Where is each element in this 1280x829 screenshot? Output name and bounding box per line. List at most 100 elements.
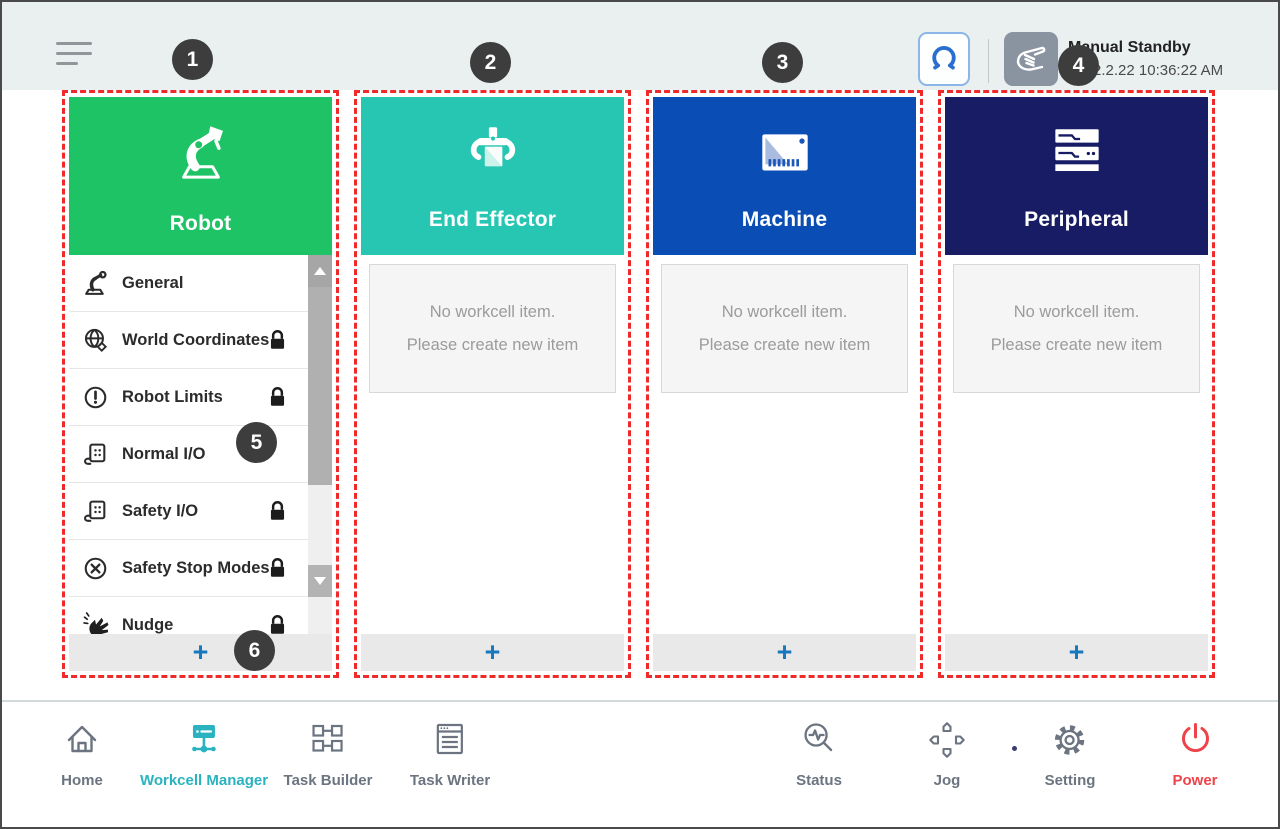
plus-icon: + (192, 637, 209, 667)
empty-state-line2: Please create new item (406, 335, 579, 354)
menu-item-label: Safety I/O (122, 501, 199, 520)
end-effector-category-header[interactable]: End Effector (361, 97, 624, 255)
robot-limits-icon (79, 384, 111, 411)
peripheral-item-list: No workcell item. Please create new item (945, 255, 1208, 634)
nav-status[interactable]: Status (796, 720, 842, 789)
status-icon (798, 720, 840, 765)
empty-state-line2: Please create new item (698, 335, 871, 354)
end-effector-column-title: End Effector (428, 207, 557, 231)
menu-item-label: Robot Limits (122, 387, 223, 406)
scrollbar-thumb[interactable] (308, 287, 332, 485)
nav-label: Task Builder (283, 772, 373, 789)
machine-item-list: No workcell item. Please create new item (653, 255, 916, 634)
nav-workcell-manager[interactable]: Workcell Manager (140, 720, 268, 789)
nav-label: Status (796, 772, 842, 789)
machine-category-header[interactable]: Machine (653, 97, 916, 255)
add-end-effector-item-button[interactable]: + (361, 634, 624, 671)
robot-mode-button[interactable] (918, 32, 970, 86)
empty-state-line2: Please create new item (990, 335, 1163, 354)
nav-divider (2, 700, 1278, 702)
status-title: Manual Standby (1068, 39, 1191, 56)
nav-jog[interactable]: Jog (926, 720, 968, 789)
scroll-down-button[interactable] (308, 565, 332, 597)
nav-task-builder[interactable]: Task Builder (283, 720, 373, 789)
robot-column-title: Robot (169, 211, 232, 235)
menu-item-world-coordinates[interactable]: World Coordinates (69, 312, 332, 369)
lock-icon (267, 557, 288, 579)
machine-column-title: Machine (741, 207, 828, 231)
empty-state-line1: No workcell item. (1013, 303, 1140, 322)
world-coordinates-icon (79, 327, 111, 354)
topbar-divider (988, 39, 989, 83)
nudge-icon (79, 611, 111, 634)
io-icon (79, 498, 111, 525)
status-timestamp: 2022.2.22 10:36:22 AM (1068, 62, 1224, 79)
home-icon (61, 720, 103, 765)
add-machine-item-button[interactable]: + (653, 634, 916, 671)
io-icon (79, 441, 111, 468)
lock-icon (267, 500, 288, 522)
callout-badge-4: 4 (1058, 45, 1099, 86)
menu-item-label: General (122, 273, 184, 292)
callout-badge-5: 5 (236, 422, 277, 463)
empty-state: No workcell item. Please create new item (661, 264, 908, 393)
scroll-up-button[interactable] (308, 255, 332, 287)
nav-label: Home (61, 772, 103, 789)
empty-state: No workcell item. Please create new item (369, 264, 616, 393)
lock-icon (267, 614, 288, 634)
safety-stop-icon (79, 555, 111, 582)
task-writer-icon (429, 720, 471, 765)
robot-general-icon (79, 270, 111, 297)
nav-task-writer[interactable]: Task Writer (410, 720, 490, 789)
nav-home[interactable]: Home (61, 720, 103, 789)
peripheral-column: Peripheral No workcell item. Please crea… (938, 90, 1215, 678)
menu-icon[interactable] (56, 42, 94, 70)
plus-icon: + (1068, 637, 1085, 667)
nav-separator-dot (1012, 746, 1017, 751)
nav-power[interactable]: Power (1172, 720, 1218, 789)
menu-item-robot-limits[interactable]: Robot Limits (69, 369, 332, 426)
callout-badge-6: 6 (234, 630, 275, 671)
peripheral-icon (1044, 121, 1110, 192)
callout-badge-3: 3 (762, 42, 803, 83)
plus-icon: + (484, 637, 501, 667)
nav-setting[interactable]: Setting (1044, 720, 1096, 789)
robot-category-header[interactable]: Robot (69, 97, 332, 255)
task-builder-icon (307, 720, 349, 765)
menu-item-safety-io[interactable]: Safety I/O (69, 483, 332, 540)
nav-label: Setting (1044, 772, 1096, 789)
robot-status: Manual Standby 2022.2.22 10:36:22 AM (1068, 39, 1223, 79)
robot-list-scrollbar[interactable] (308, 255, 332, 634)
top-bar: Manual Standby 2022.2.22 10:36:22 AM (2, 2, 1278, 90)
nav-label: Workcell Manager (139, 772, 269, 789)
peripheral-category-header[interactable]: Peripheral (945, 97, 1208, 255)
add-peripheral-item-button[interactable]: + (945, 634, 1208, 671)
lock-icon (267, 386, 288, 408)
triangle-down-icon (314, 577, 326, 585)
menu-item-general[interactable]: General (69, 255, 332, 312)
triangle-up-icon (314, 267, 326, 275)
menu-item-label: Normal I/O (122, 444, 206, 463)
nav-label: Power (1172, 772, 1218, 789)
empty-state-line1: No workcell item. (721, 303, 848, 322)
callout-badge-2: 2 (470, 42, 511, 83)
hand-icon (1013, 41, 1049, 78)
nav-label: Task Writer (409, 772, 491, 789)
empty-state: No workcell item. Please create new item (953, 264, 1200, 393)
menu-item-label: Safety Stop Modes (122, 558, 270, 577)
menu-item-safety-stop-modes[interactable]: Safety Stop Modes (69, 540, 332, 597)
empty-state-line1: No workcell item. (429, 303, 556, 322)
add-robot-item-button[interactable]: + (69, 634, 332, 671)
menu-item-label: Nudge (122, 615, 174, 634)
machine-column: Machine No workcell item. Please create … (646, 90, 923, 678)
plus-icon: + (776, 637, 793, 667)
end-effector-icon (460, 121, 526, 192)
menu-item-normal-io[interactable]: Normal I/O (69, 426, 332, 483)
menu-item-label: World Coordinates (122, 330, 270, 349)
manual-mode-button[interactable] (1004, 32, 1058, 86)
end-effector-column: End Effector No workcell item. Please cr… (354, 90, 631, 678)
gripper-icon (927, 40, 961, 79)
callout-badge-1: 1 (172, 39, 213, 80)
menu-item-nudge[interactable]: Nudge (69, 597, 332, 634)
